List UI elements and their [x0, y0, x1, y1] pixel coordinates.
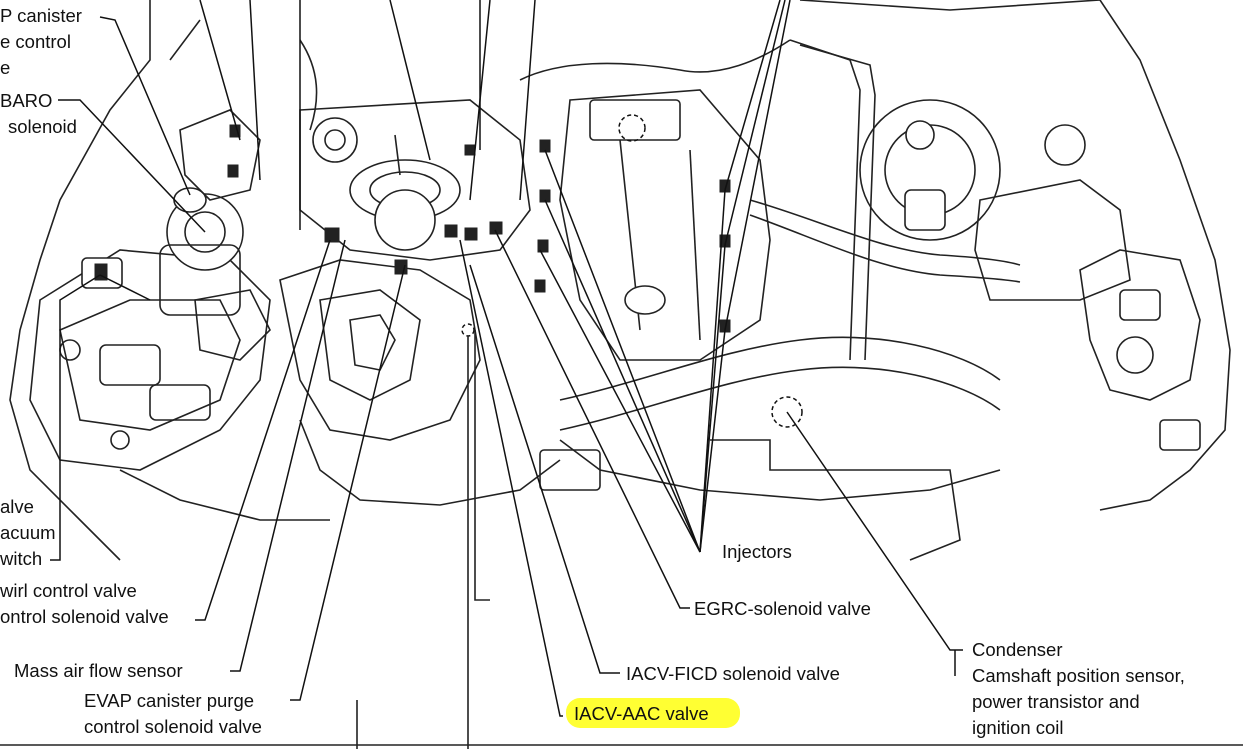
labels: P canister e control e BARO solenoid alv… — [0, 5, 1185, 738]
evap-purge-solenoid-label-line1: EVAP canister purge — [84, 690, 254, 711]
swirl-vacuum-switch-label-line3: witch — [0, 548, 42, 569]
evap-canister-vacuum-label-line3: e — [0, 57, 10, 78]
iacv-aac-valve-label: IACV-AAC valve — [574, 703, 709, 724]
swirl-vacuum-switch-label-line1: alve — [0, 496, 34, 517]
injectors-label: Injectors — [722, 541, 792, 562]
iacv-aac-highlight — [566, 698, 740, 728]
camshaft-sensor-label-line3: ignition coil — [972, 717, 1064, 738]
egrc-solenoid-label: EGRC-solenoid valve — [694, 598, 871, 619]
camshaft-sensor-label-line1: Camshaft position sensor, — [972, 665, 1185, 686]
swirl-control-valve-label-line2: ontrol solenoid valve — [0, 606, 169, 627]
baro-solenoid-label-line2: solenoid — [8, 116, 77, 137]
evap-canister-vacuum-label-line2: e control — [0, 31, 71, 52]
iacv-ficd-solenoid-label: IACV-FICD solenoid valve — [626, 663, 840, 684]
evap-canister-vacuum-label-line1: P canister — [0, 5, 82, 26]
engine-artwork — [9, 0, 1231, 749]
swirl-control-valve-label-line1: wirl control valve — [0, 580, 137, 601]
evap-purge-solenoid-label-line2: control solenoid valve — [84, 716, 262, 737]
baro-solenoid-label-line1: BARO — [0, 90, 52, 111]
mass-air-flow-sensor-label: Mass air flow sensor — [14, 660, 183, 681]
condenser-label: Condenser — [972, 639, 1063, 660]
swirl-vacuum-switch-label-line2: acuum — [0, 522, 56, 543]
leader-lines — [50, 0, 963, 717]
camshaft-sensor-label-line2: power transistor and — [972, 691, 1140, 712]
